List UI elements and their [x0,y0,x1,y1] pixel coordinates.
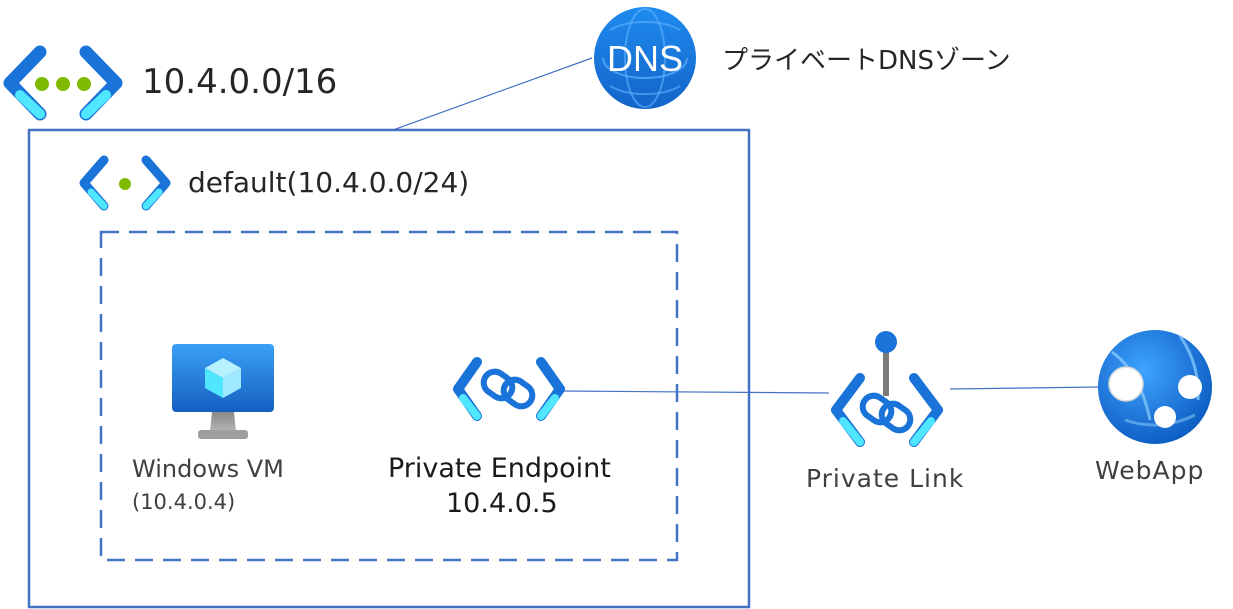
private-endpoint-icon [453,357,565,421]
dns-connector [392,57,593,131]
link-to-webapp-connector [949,386,1099,390]
subnet-label: default(10.4.0.0/24) [188,166,470,199]
private-link-icon [831,331,943,447]
subnet-icon [79,155,171,211]
vnet-icon [3,45,123,121]
endpoint-to-link-connector [562,390,830,394]
vm-ip-label: (10.4.0.4) [132,490,236,514]
vnet-address-label: 10.4.0.0/16 [142,62,338,102]
dns-icon-text: DNS [607,38,683,79]
private-dns-zone-label: プライベートDNSゾーン [722,46,1011,76]
vnet-frame [27,128,751,609]
private-link-label: Private Link [806,464,965,493]
private-endpoint-ip-label: 10.4.0.5 [446,488,558,519]
dns-icon: DNS [594,7,696,109]
subnet-frame [99,230,679,562]
webapp-label: WebApp [1095,456,1205,485]
webapp-icon [1098,330,1212,444]
virtual-machine-icon [172,344,274,439]
private-endpoint-label: Private Endpoint [388,453,611,484]
vm-name-label: Windows VM [132,455,284,483]
